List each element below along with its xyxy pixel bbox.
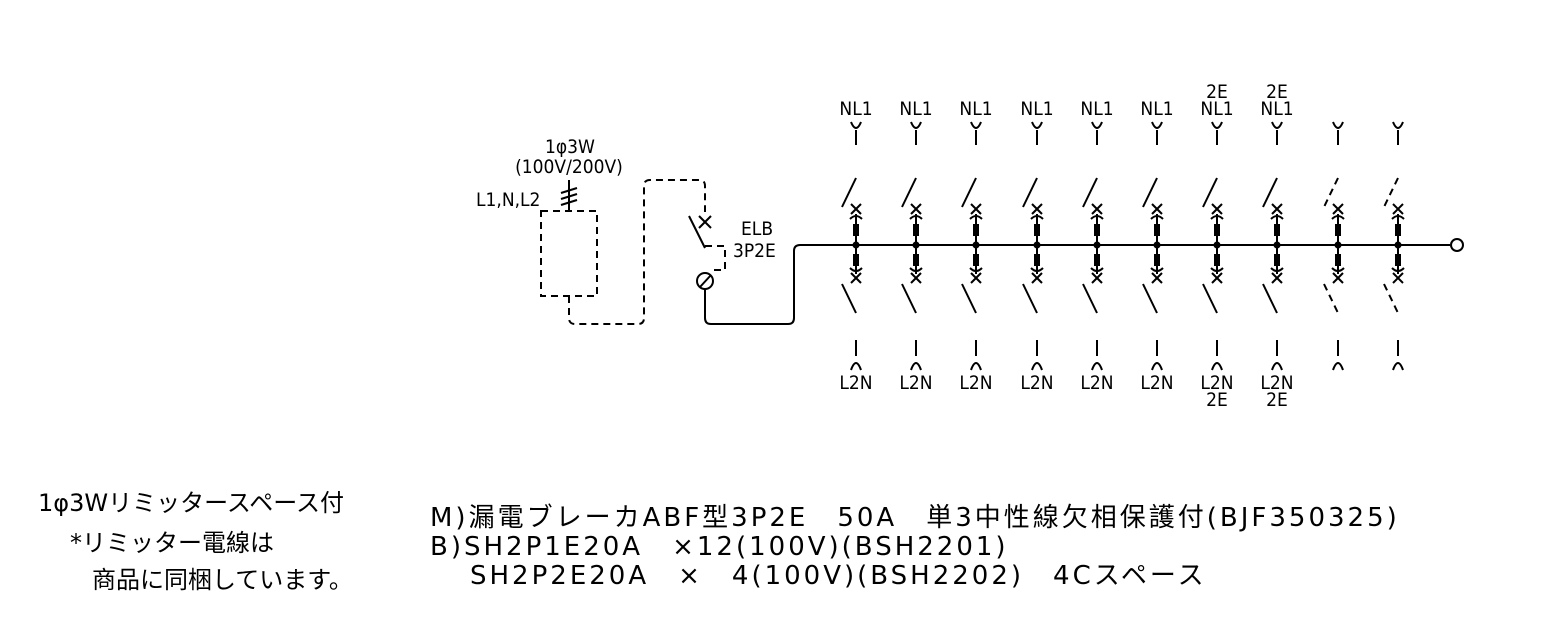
elb-poles-label: 3P2E bbox=[733, 240, 776, 262]
spec-branch-2e: SH2P2E20A × 4(100V)(BSH2202) 4Cスペース bbox=[470, 561, 1207, 591]
elb-type-label: ELB bbox=[741, 218, 773, 240]
branch-breaker-4 bbox=[1022, 121, 1044, 371]
spec-main-breaker: M)漏電ブレーカABF型3P2E 50A 単3中性線欠相保護付(BJF35032… bbox=[430, 503, 1400, 533]
branch-breaker-1 bbox=[841, 121, 863, 371]
branch-8-top-label: 2E bbox=[1266, 81, 1288, 103]
limiter-wire bbox=[568, 179, 706, 325]
branch-breaker-8 bbox=[1262, 121, 1284, 371]
branch-breaker-7 bbox=[1202, 121, 1224, 371]
limiter-space-box bbox=[540, 210, 598, 297]
branch-2-bottom-label: L2N bbox=[899, 372, 932, 394]
branch-8-bottom-label: L2N bbox=[1260, 372, 1293, 394]
branch-5-top-label: NL1 bbox=[1080, 98, 1113, 120]
branch-breaker-6 bbox=[1142, 121, 1164, 371]
branch-circuits: NL1L2NNL1L2NNL1L2NNL1L2NNL1L2NNL1L2N2ENL… bbox=[839, 81, 1405, 411]
branch-6-top-label: NL1 bbox=[1140, 98, 1173, 120]
note-limiter-space: 1φ3Wリミッタースペース付 bbox=[38, 489, 344, 517]
note-limiter-wire: *リミッター電線は bbox=[70, 529, 274, 557]
supply-conductors-label: L1,N,L2 bbox=[476, 189, 540, 211]
branch-8-bottom-label: 2E bbox=[1266, 389, 1288, 411]
main-elb-symbol bbox=[688, 215, 801, 325]
branch-3-bottom-label: L2N bbox=[959, 372, 992, 394]
branch-3-top-label: NL1 bbox=[959, 98, 992, 120]
branch-breaker-5 bbox=[1082, 121, 1104, 371]
branch-7-bottom-label: L2N bbox=[1200, 372, 1233, 394]
branch-7-bottom-label: 2E bbox=[1206, 389, 1228, 411]
branch-breaker-2 bbox=[901, 121, 923, 371]
branch-6-bottom-label: L2N bbox=[1140, 372, 1173, 394]
supply-conductor bbox=[560, 180, 578, 211]
note-bundled: 商品に同梱しています。 bbox=[92, 566, 353, 594]
branch-breaker-3 bbox=[961, 121, 983, 371]
spec-branch-1e: B)SH2P1E20A ×12(100V)(BSH2201) bbox=[430, 532, 1009, 562]
branch-8-top-label: NL1 bbox=[1260, 98, 1293, 120]
branch-7-top-label: 2E bbox=[1206, 81, 1228, 103]
supply-voltage-label: (100V/200V) bbox=[515, 156, 623, 178]
branch-5-bottom-label: L2N bbox=[1080, 372, 1113, 394]
branch-7-top-label: NL1 bbox=[1200, 98, 1233, 120]
branch-breaker-10 bbox=[1383, 121, 1405, 371]
branch-4-bottom-label: L2N bbox=[1020, 372, 1053, 394]
supply-system-label: 1φ3W bbox=[545, 136, 595, 158]
branch-1-bottom-label: L2N bbox=[839, 372, 872, 394]
branch-1-top-label: NL1 bbox=[839, 98, 872, 120]
branch-2-top-label: NL1 bbox=[899, 98, 932, 120]
branch-4-top-label: NL1 bbox=[1020, 98, 1053, 120]
bus-terminal bbox=[1450, 238, 1464, 252]
branch-breaker-9 bbox=[1323, 121, 1345, 371]
